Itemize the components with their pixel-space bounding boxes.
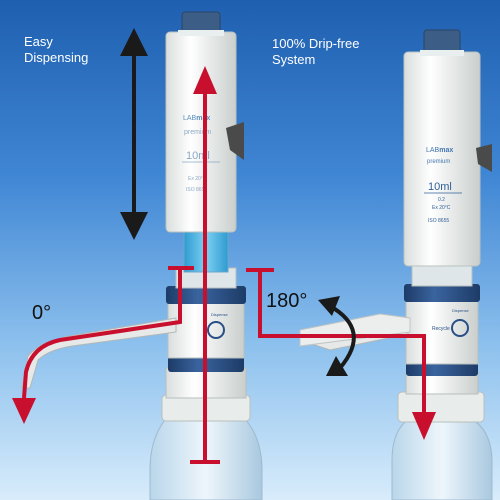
- right-premium-label: premium: [427, 159, 450, 165]
- rotation-arrow: [318, 296, 356, 376]
- left-temp-label: Ex 20°C: [188, 176, 207, 182]
- right-volume-label: 10ml: [428, 181, 452, 193]
- right-valve-dispense-text: Dispense: [452, 308, 469, 313]
- left-premium-label: premium: [184, 129, 211, 136]
- left-dispenser: Dispense LABmax premium 10ml Ex 20°C ISO…: [21, 11, 263, 500]
- stroke-double-arrow: [120, 28, 148, 240]
- drip-free-caption: 100% Drip-free System: [272, 36, 360, 67]
- angle-0-label: 0°: [32, 302, 52, 324]
- left-valve-dispense-text: Dispense: [211, 312, 228, 317]
- left-flow-vertical-arrow: [190, 66, 220, 464]
- angle-180-label: 180°: [266, 290, 308, 312]
- right-temp-label: Ex 20°C: [432, 205, 451, 211]
- right-iso-label: ISO 8655: [428, 218, 449, 224]
- left-discharge-tube: [21, 317, 177, 389]
- right-valve-recycle-text: Recycle: [432, 326, 450, 332]
- left-iso-label: ISO 8655: [186, 187, 207, 193]
- right-bottle-cap: [397, 391, 485, 423]
- right-dispenser: Dispense Recycle LABmax premium 10ml 0.2…: [299, 29, 493, 500]
- right-sub-a-label: 0.2: [438, 197, 445, 203]
- right-brand-label: LABmax: [426, 147, 453, 154]
- right-bottle: [391, 417, 493, 500]
- left-discharge-arrow: [12, 266, 194, 424]
- right-recycle-arrow: [246, 268, 436, 440]
- easy-dispensing-caption: Easy Dispensing: [24, 34, 89, 65]
